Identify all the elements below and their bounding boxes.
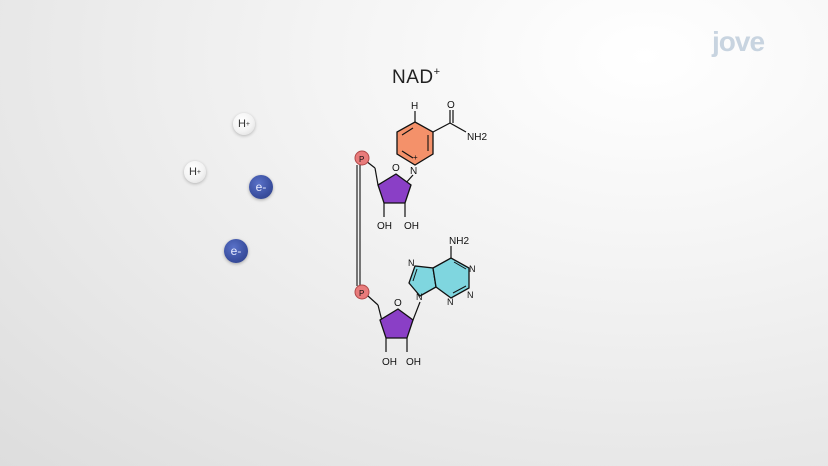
ring-oxygen-label: O [392, 163, 400, 174]
proton-particle: H+ [184, 161, 206, 183]
oxygen-label: O [447, 100, 455, 111]
hydroxyl-label: OH [406, 357, 421, 368]
adenine-nitrogen-label: N [408, 258, 415, 268]
adenine-nitrogen-label: N [447, 297, 454, 307]
electron-particle: e- [224, 239, 248, 263]
ring-oxygen-label: O [394, 298, 402, 309]
ribose-ring [377, 173, 412, 204]
adenine-nitrogen-label: N [469, 264, 476, 274]
ring-nitrogen-label: N [410, 166, 417, 177]
positive-charge-label: + [413, 153, 418, 162]
molecule-title: NAD+ [392, 66, 441, 88]
proton-particle: H+ [233, 113, 255, 135]
electron-particle: e- [249, 175, 273, 199]
amino-label: NH2 [449, 236, 469, 247]
jove-logo: jove [712, 26, 765, 57]
amide-label: NH2 [467, 132, 487, 143]
adenine-nitrogen-label: N [467, 290, 474, 300]
phosphate-group [354, 150, 370, 166]
hydrogen-label: H [411, 101, 418, 112]
hydroxyl-label: OH [377, 221, 392, 232]
adenine-pyrimidine-ring [432, 257, 470, 299]
adenine-nitrogen-label: N [416, 292, 423, 302]
phosphate-label: P [359, 155, 364, 164]
hydroxyl-label: OH [382, 357, 397, 368]
phosphate-group [354, 284, 370, 300]
hydroxyl-label: OH [404, 221, 419, 232]
phosphate-label: P [359, 289, 364, 298]
ribose-ring [379, 308, 414, 339]
